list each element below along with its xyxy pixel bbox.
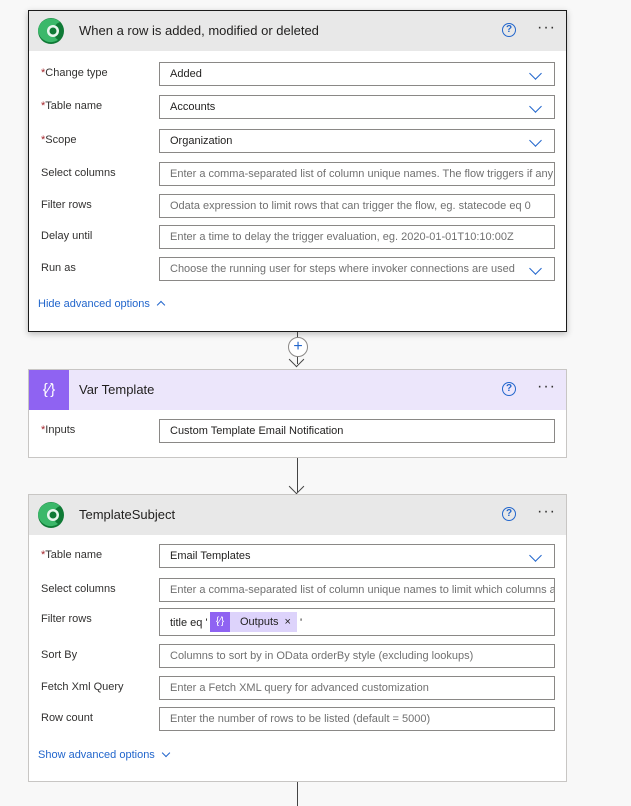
change-type-value: Added bbox=[170, 68, 202, 80]
fetch-xml-input[interactable]: Enter a Fetch XML query for advanced cus… bbox=[159, 676, 555, 700]
inputs-row: *Inputs Custom Template Email Notificati… bbox=[29, 419, 566, 445]
show-advanced-options-label: Show advanced options bbox=[38, 749, 155, 761]
var-template-header[interactable]: {⁄} Var Template ? ··· bbox=[29, 370, 566, 410]
fetch-xml-label: Fetch Xml Query bbox=[41, 681, 124, 693]
scope-value: Organization bbox=[170, 135, 233, 147]
ts-table-name-dropdown[interactable]: Email Templates bbox=[159, 544, 555, 568]
trigger-header[interactable]: When a row is added, modified or deleted… bbox=[29, 11, 566, 51]
select-columns-row: Select columns Enter a comma-separated l… bbox=[29, 162, 566, 188]
connector-line bbox=[297, 458, 298, 492]
outputs-token-chip[interactable]: {⁄} Outputs × bbox=[210, 612, 297, 632]
inputs-label: *Inputs bbox=[41, 424, 76, 436]
filter-rows-placeholder: Odata expression to limit rows that can … bbox=[170, 200, 531, 212]
scope-label: *Scope bbox=[41, 134, 77, 146]
sort-by-row: Sort By Columns to sort by in OData orde… bbox=[29, 644, 566, 670]
remove-token-icon[interactable]: × bbox=[284, 616, 291, 628]
sort-by-label: Sort By bbox=[41, 649, 78, 661]
template-subject-title: TemplateSubject bbox=[79, 507, 176, 522]
more-options-icon[interactable]: ··· bbox=[537, 503, 556, 520]
chevron-down-icon[interactable] bbox=[529, 549, 542, 562]
help-icon[interactable]: ? bbox=[502, 23, 516, 37]
table-name-dropdown[interactable]: Accounts bbox=[159, 95, 555, 119]
filter-rows-prefix-text: title eq ' bbox=[170, 617, 208, 629]
trigger-title: When a row is added, modified or deleted bbox=[79, 23, 319, 38]
ts-filter-rows-input[interactable]: title eq ' {⁄} Outputs × ' bbox=[159, 608, 555, 636]
change-type-dropdown[interactable]: Added bbox=[159, 62, 555, 86]
template-subject-header[interactable]: TemplateSubject ? ··· bbox=[29, 495, 566, 535]
hide-advanced-options-link[interactable]: Hide advanced options bbox=[38, 298, 166, 310]
run-as-placeholder: Choose the running user for steps where … bbox=[170, 263, 515, 275]
select-columns-label: Select columns bbox=[41, 167, 116, 179]
ts-select-columns-input[interactable]: Enter a comma-separated list of column u… bbox=[159, 578, 555, 602]
inputs-value: Custom Template Email Notification bbox=[170, 425, 344, 437]
fetch-xml-placeholder: Enter a Fetch XML query for advanced cus… bbox=[170, 682, 429, 694]
filter-rows-suffix-text: ' bbox=[300, 617, 303, 629]
show-advanced-options-link[interactable]: Show advanced options bbox=[38, 748, 171, 761]
row-count-row: Row count Enter the number of rows to be… bbox=[29, 707, 566, 733]
chevron-down-icon[interactable] bbox=[529, 67, 542, 80]
help-icon[interactable]: ? bbox=[502, 507, 516, 521]
ts-table-name-value: Email Templates bbox=[170, 550, 251, 562]
var-template-title: Var Template bbox=[79, 382, 155, 397]
row-count-placeholder: Enter the number of rows to be listed (d… bbox=[170, 713, 431, 725]
chevron-down-icon bbox=[161, 748, 171, 758]
ts-select-columns-placeholder: Enter a comma-separated list of column u… bbox=[170, 584, 555, 596]
run-as-row: Run as Choose the running user for steps… bbox=[29, 257, 566, 283]
ts-filter-rows-row: Filter rows title eq ' {⁄} Outputs × ' bbox=[29, 608, 566, 638]
change-type-label: *Change type bbox=[41, 67, 108, 79]
chevron-up-icon bbox=[156, 300, 166, 310]
ts-filter-rows-label: Filter rows bbox=[41, 613, 92, 625]
variable-icon: {⁄} bbox=[29, 370, 69, 410]
arrow-down-icon bbox=[288, 478, 305, 495]
dataverse-icon bbox=[38, 502, 64, 528]
help-icon[interactable]: ? bbox=[502, 382, 516, 396]
hide-advanced-options-label: Hide advanced options bbox=[38, 298, 150, 310]
more-options-icon[interactable]: ··· bbox=[537, 19, 556, 36]
table-name-row: *Table name Accounts bbox=[29, 95, 566, 121]
sort-by-input[interactable]: Columns to sort by in OData orderBy styl… bbox=[159, 644, 555, 668]
add-step-plus-icon[interactable]: + bbox=[288, 337, 308, 357]
delay-until-placeholder: Enter a time to delay the trigger evalua… bbox=[170, 231, 514, 243]
scope-dropdown[interactable]: Organization bbox=[159, 129, 555, 153]
more-options-icon[interactable]: ··· bbox=[537, 378, 556, 395]
ts-select-columns-label: Select columns bbox=[41, 583, 116, 595]
chevron-down-icon[interactable] bbox=[529, 100, 542, 113]
filter-rows-row: Filter rows Odata expression to limit ro… bbox=[29, 194, 566, 220]
chevron-down-icon[interactable] bbox=[529, 134, 542, 147]
scope-row: *Scope Organization bbox=[29, 129, 566, 155]
change-type-row: *Change type Added bbox=[29, 62, 566, 88]
ts-table-name-label: *Table name bbox=[41, 549, 103, 561]
inputs-field[interactable]: Custom Template Email Notification bbox=[159, 419, 555, 443]
dataverse-icon bbox=[38, 18, 64, 44]
row-count-label: Row count bbox=[41, 712, 93, 724]
delay-until-row: Delay until Enter a time to delay the tr… bbox=[29, 225, 566, 251]
run-as-label: Run as bbox=[41, 262, 76, 274]
delay-until-label: Delay until bbox=[41, 230, 93, 242]
var-template-card[interactable]: {⁄} Var Template ? ··· *Inputs Custom Te… bbox=[28, 369, 567, 458]
ts-table-name-row: *Table name Email Templates bbox=[29, 544, 566, 570]
fetch-xml-row: Fetch Xml Query Enter a Fetch XML query … bbox=[29, 676, 566, 702]
sort-by-placeholder: Columns to sort by in OData orderBy styl… bbox=[170, 650, 474, 662]
table-name-value: Accounts bbox=[170, 101, 216, 113]
row-count-input[interactable]: Enter the number of rows to be listed (d… bbox=[159, 707, 555, 731]
filter-rows-input[interactable]: Odata expression to limit rows that can … bbox=[159, 194, 555, 218]
filter-rows-label: Filter rows bbox=[41, 199, 92, 211]
select-columns-placeholder: Enter a comma-separated list of column u… bbox=[170, 168, 554, 180]
select-columns-input[interactable]: Enter a comma-separated list of column u… bbox=[159, 162, 555, 186]
connector-line bbox=[297, 782, 298, 806]
table-name-label: *Table name bbox=[41, 100, 103, 112]
delay-until-input[interactable]: Enter a time to delay the trigger evalua… bbox=[159, 225, 555, 249]
run-as-dropdown[interactable]: Choose the running user for steps where … bbox=[159, 257, 555, 281]
chevron-down-icon[interactable] bbox=[529, 262, 542, 275]
ts-select-columns-row: Select columns Enter a comma-separated l… bbox=[29, 578, 566, 604]
outputs-token-label: Outputs bbox=[240, 616, 279, 628]
trigger-card[interactable]: When a row is added, modified or deleted… bbox=[28, 10, 567, 332]
variable-icon: {⁄} bbox=[210, 612, 230, 632]
template-subject-card[interactable]: TemplateSubject ? ··· *Table name Email … bbox=[28, 494, 567, 782]
